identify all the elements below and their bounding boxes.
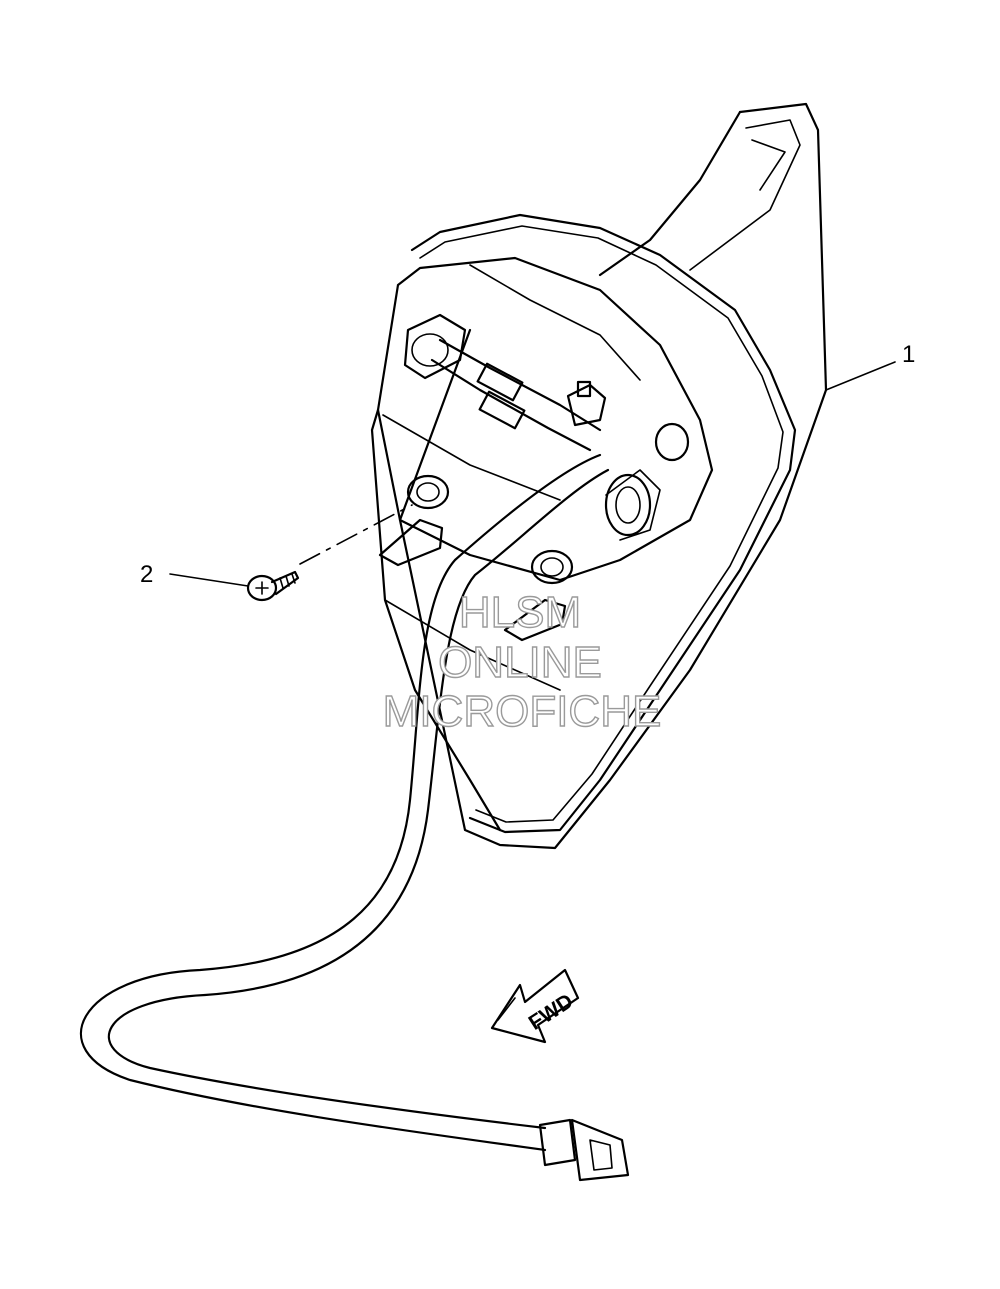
lens-tail-fin-inner [689, 119, 801, 271]
lens-outer-outline [398, 102, 828, 850]
callout-2-label: 2 [140, 561, 153, 588]
exploded-view-center-line [299, 504, 413, 565]
mounting-boss-left [378, 474, 450, 567]
tail-light-assembly [370, 102, 828, 850]
wire-grommet-clip [403, 313, 467, 380]
forward-direction-arrow: FWD [490, 968, 580, 1044]
housing-back-plate [376, 256, 714, 582]
screw [246, 570, 300, 602]
mounting-boss-right [503, 549, 574, 642]
watermark-line-3: MICROFICHE [383, 687, 662, 736]
watermark-line-1: HLSM [459, 588, 581, 637]
callout-2-leader [169, 573, 249, 587]
watermark-line-2: ONLINE [438, 638, 602, 687]
harness-cable [79, 453, 602, 1152]
watermark: HLSM ONLINE MICROFICHE [382, 587, 662, 736]
callout-1-label: 1 [902, 341, 915, 368]
callout-1-leader [825, 361, 896, 391]
bulb-socket [604, 422, 690, 541]
lens-tail-fin [598, 110, 742, 277]
wiring-harness [79, 453, 630, 1182]
gasket-rim [410, 213, 797, 834]
wire-connectors [430, 338, 607, 452]
harness-connector-plug [538, 1118, 630, 1182]
housing-lower-body [370, 408, 502, 832]
